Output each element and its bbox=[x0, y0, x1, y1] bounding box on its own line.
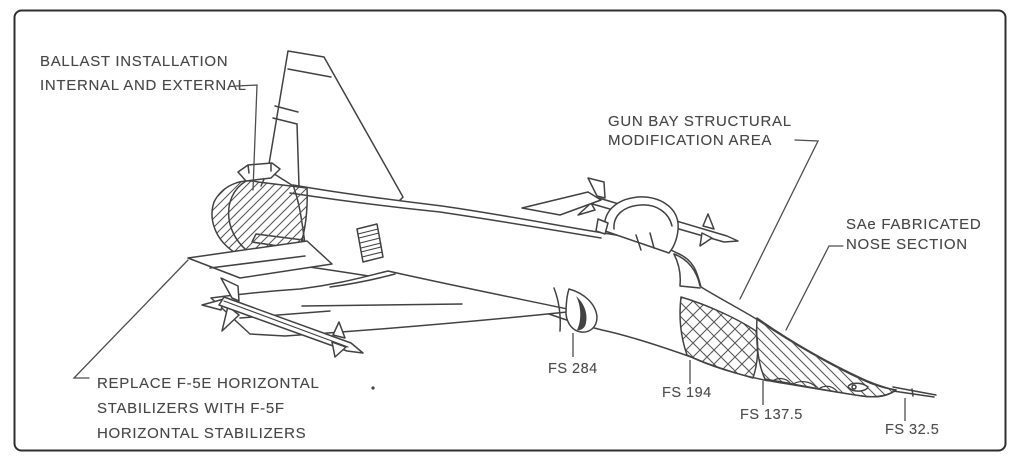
louver-panel bbox=[356, 223, 384, 263]
label-line: BALLAST INSTALLATION bbox=[40, 53, 229, 70]
fs-station-ticks bbox=[572, 333, 906, 421]
label-line: INTERNAL AND EXTERNAL bbox=[40, 77, 247, 94]
label-line: STABILIZERS WITH F-5F bbox=[97, 400, 285, 417]
label-line: HORIZONTAL STABILIZERS bbox=[97, 425, 307, 442]
near-wing bbox=[210, 270, 578, 337]
label-nose-section: SAe FABRICATED NOSE SECTION bbox=[846, 215, 981, 255]
leader-gun-bay bbox=[739, 139, 820, 300]
far-wing bbox=[521, 191, 602, 216]
gun-bay-hatch bbox=[679, 296, 759, 379]
dorsal-spine-lines bbox=[289, 192, 602, 239]
canopy bbox=[603, 196, 679, 254]
leader-ballast bbox=[235, 84, 258, 191]
label-gun-bay: GUN BAY STRUCTURAL MODIFICATION AREA bbox=[608, 112, 792, 150]
label-line: MODIFICATION AREA bbox=[608, 132, 773, 149]
label-line: SAe FABRICATED bbox=[846, 216, 982, 233]
near-stabilizer bbox=[187, 240, 333, 279]
nose-sensor bbox=[847, 382, 869, 392]
windscreen bbox=[673, 253, 701, 289]
label-line: REPLACE F-5E HORIZONTAL bbox=[97, 375, 320, 392]
stray-dot bbox=[371, 386, 375, 390]
label-ballast-installation: BALLAST INSTALLATION INTERNAL AND EXTERN… bbox=[40, 50, 247, 98]
leader-stabilizers bbox=[72, 259, 189, 379]
diagram-border bbox=[13, 9, 1007, 452]
leader-lines bbox=[72, 84, 844, 379]
engine-intake bbox=[553, 287, 598, 333]
nose-bottom-fairings bbox=[772, 377, 838, 392]
leader-nose bbox=[785, 245, 844, 331]
label-fs-194: FS 194 bbox=[662, 385, 712, 401]
pitot-tube bbox=[892, 386, 937, 398]
label-fs-32-5: FS 32.5 bbox=[885, 422, 940, 438]
vertical-tail bbox=[260, 50, 404, 207]
near-wingtip-missile bbox=[201, 277, 364, 358]
label-replace-stabilizers: REPLACE F-5E HORIZONTAL STABILIZERS WITH… bbox=[97, 371, 320, 446]
ballast-box bbox=[237, 162, 281, 182]
label-fs-137-5: FS 137.5 bbox=[740, 407, 803, 423]
label-fs-284: FS 284 bbox=[548, 361, 598, 377]
label-line: NOSE SECTION bbox=[846, 236, 968, 253]
antenna-blade bbox=[595, 218, 609, 235]
label-line: GUN BAY STRUCTURAL bbox=[608, 113, 792, 130]
nose-section-hatch bbox=[755, 317, 897, 398]
